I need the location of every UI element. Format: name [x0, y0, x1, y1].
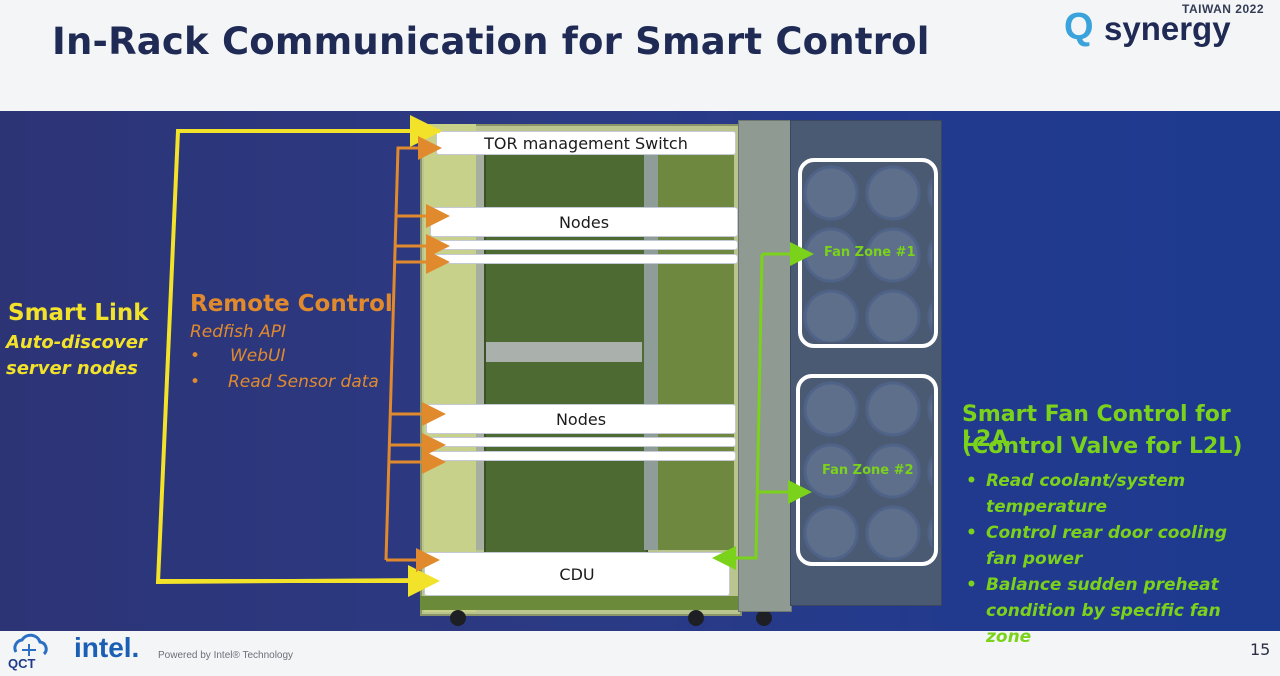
tor-switch-slot: TOR management Switch: [436, 131, 736, 155]
node-slot: [426, 437, 736, 447]
powered-by-text: Powered by Intel® Technology: [158, 650, 294, 661]
wheel-icon: [450, 610, 466, 626]
wheel-icon: [756, 610, 772, 626]
rack-strip: [644, 150, 658, 550]
smart-fan-title: Smart Fan Control for L2A: [962, 402, 1231, 452]
rack-crossbar: [486, 342, 642, 362]
bullet-dot: •: [190, 372, 201, 392]
remote-control-item-webui: WebUI: [230, 346, 286, 366]
fan-array-bottom: [800, 378, 932, 562]
qct-logo-text: QCT: [8, 656, 36, 671]
rack-left-column: [424, 124, 476, 612]
page-number: 15: [1250, 640, 1271, 659]
cdu-slot: CDU: [424, 552, 730, 596]
node-slot: [430, 240, 738, 250]
brand-word: synergy: [1104, 10, 1231, 47]
wheel-icon: [688, 610, 704, 626]
bullet-dot: •: [190, 346, 201, 366]
smart-fan-bullet: Read coolant/system temperature: [962, 468, 1262, 520]
remote-control-title: Remote Control: [190, 291, 393, 317]
rack-side-door: [738, 120, 792, 612]
rack-divider: [476, 150, 484, 550]
node-slot: [430, 254, 738, 264]
brand-q: Q: [1064, 6, 1094, 48]
fan-zone-2-label: Fan Zone #2: [822, 463, 914, 478]
smart-link-title: Smart Link: [8, 300, 149, 326]
synergy-logo: TAIWAN 2022 Q synergy: [1060, 0, 1270, 56]
smart-fan-bullet: Control rear door cooling fan power: [962, 520, 1262, 572]
node-slot: [426, 451, 736, 461]
smart-link-line2: server nodes: [6, 358, 138, 379]
slide-title: In-Rack Communication for Smart Control: [52, 20, 930, 63]
remote-control-item-sensor: Read Sensor data: [228, 372, 379, 392]
brand-year: TAIWAN 2022: [1182, 2, 1264, 16]
fan-zone-1-label: Fan Zone #1: [824, 245, 916, 260]
rack-base: [420, 596, 738, 610]
nodes-bottom-slot: Nodes: [426, 404, 736, 434]
nodes-top-slot: Nodes: [430, 207, 738, 237]
fan-zone-2: [796, 374, 938, 566]
fan-array-top: [800, 162, 932, 342]
intel-logo: intel.: [74, 632, 140, 663]
smart-fan-subtitle: (Control Valve for L2L): [962, 434, 1243, 459]
remote-control-subtitle: Redfish API: [190, 322, 286, 342]
smart-fan-bullet: Balance sudden preheat condition by spec…: [962, 572, 1262, 650]
smart-link-line1: Auto-discover: [6, 332, 147, 353]
smart-fan-bullets: Read coolant/system temperature Control …: [962, 468, 1262, 650]
qct-cloud-icon: [13, 633, 48, 656]
